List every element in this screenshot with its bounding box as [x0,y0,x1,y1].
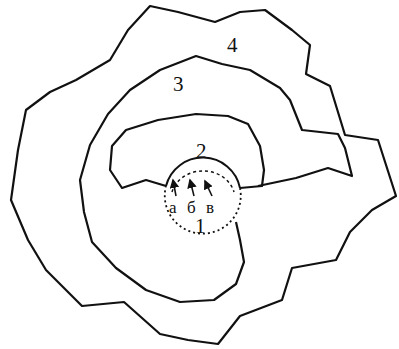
outer-outline [11,6,396,344]
core-inner-dashes [172,171,234,192]
zone-number: 1 [195,216,206,237]
zone-number: 3 [173,74,184,95]
flow-arrow [205,181,212,196]
zone-number: 2 [196,141,207,162]
middle-outline [80,56,352,302]
inner-outline [110,114,264,188]
callout-letter: б [187,199,196,216]
callout-letter: а [169,199,177,216]
core-solid-arc [166,158,240,188]
zone-number: 4 [227,35,238,56]
callout-letter: в [206,199,214,216]
flow-arrow [190,180,194,196]
flow-arrow [173,180,176,196]
